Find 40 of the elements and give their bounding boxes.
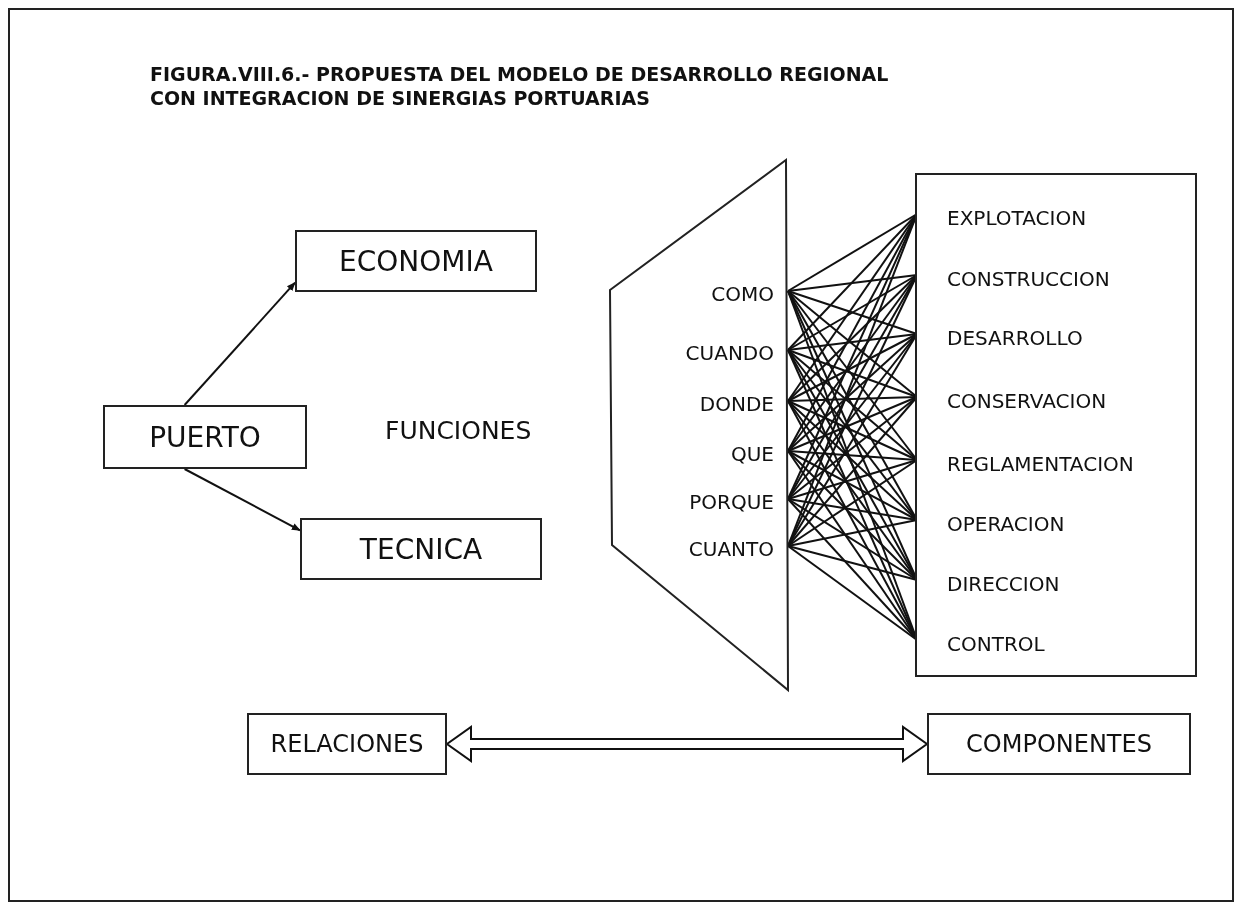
double-arrow <box>445 725 929 763</box>
connector-line <box>787 498 918 581</box>
list-word: DIRECCION <box>919 566 1195 598</box>
list-box <box>915 173 1197 677</box>
connector-line <box>787 213 918 351</box>
label-box: COMPONENTES <box>927 713 1191 775</box>
label-box: TECNICA <box>300 518 542 580</box>
connector-line <box>787 519 918 547</box>
connector-line <box>787 274 918 292</box>
connector-line <box>787 274 918 351</box>
list-word: CONSTRUCCION <box>919 261 1195 293</box>
list-word: COMO <box>640 275 788 307</box>
list-word: CONSERVACION <box>919 383 1195 415</box>
label-box: RELACIONES <box>247 713 447 775</box>
list-word: CUANDO <box>640 334 788 366</box>
arrow <box>183 281 296 406</box>
label-box: PUERTO <box>103 405 307 469</box>
list-word: DONDE <box>640 385 788 417</box>
figure-title: FIGURA.VIII.6.- PROPUESTA DEL MODELO DE DESARROLLO REGIONAL CON INTEGRACION DE SINERGIAS PORTUARIAS <box>150 62 890 110</box>
list-word: REGLAMENTACION <box>919 446 1195 478</box>
list-word: OPERACION <box>919 506 1195 538</box>
list-word: CUANTO <box>640 530 788 562</box>
connector-line <box>787 290 918 398</box>
list-word: EXPLOTACION <box>919 200 1195 232</box>
connector-line <box>787 349 918 398</box>
list-word: DESARROLLO <box>919 320 1195 352</box>
trapezoid-shape <box>608 158 790 692</box>
connector-line <box>787 545 918 641</box>
label-box: ECONOMIA <box>295 230 537 292</box>
connector-line <box>787 213 918 292</box>
arrow <box>183 468 301 532</box>
list-word: PORQUE <box>640 483 788 515</box>
connector-line <box>787 545 918 581</box>
list-word: QUE <box>640 435 788 467</box>
list-word: CONTROL <box>919 626 1195 658</box>
section-label: FUNCIONES <box>385 416 532 445</box>
connector-line <box>787 450 918 521</box>
connector-line <box>787 333 918 351</box>
connector-line <box>787 290 918 335</box>
connector-line <box>787 459 918 547</box>
